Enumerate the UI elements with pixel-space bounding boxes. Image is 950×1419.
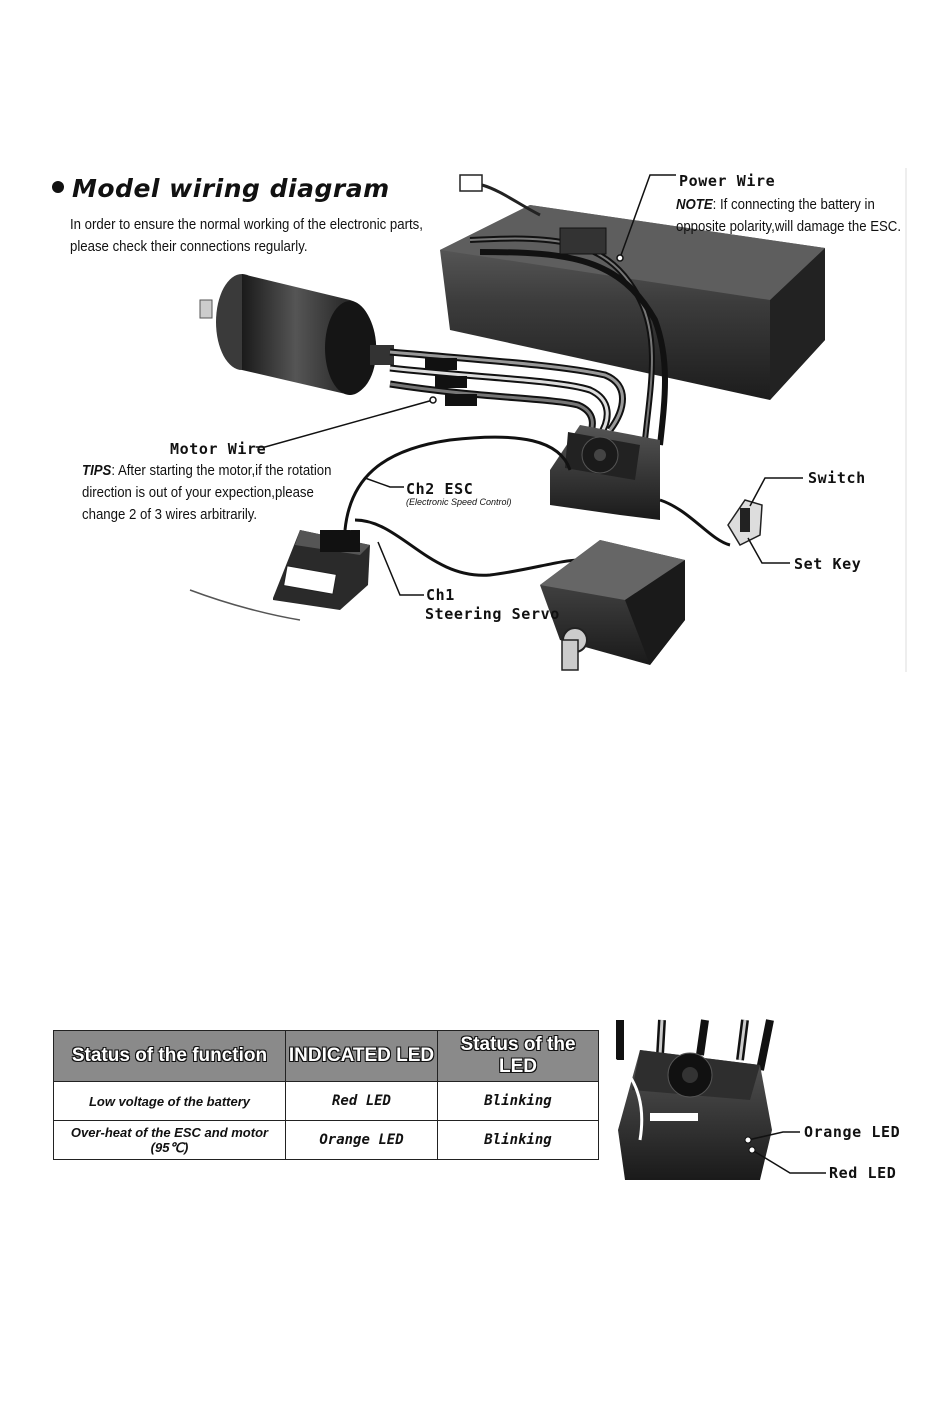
motor (199, 274, 394, 395)
steering-servo-label: Steering Servo (425, 605, 560, 623)
tips-text: TIPS: After starting the motor,if the ro… (82, 460, 331, 526)
section-title-text: Model wiring diagram (72, 174, 390, 203)
note-line-1: : If connecting the battery in (712, 196, 875, 213)
note-text: NOTE: If connecting the battery in oppos… (676, 194, 901, 238)
ch1-label: Ch1 (426, 586, 455, 604)
intro-text: In order to ensure the normal working of… (70, 214, 440, 258)
red-led-label: Red LED (829, 1164, 897, 1182)
table-header-row: Status of the function INDICATED LED Sta… (53, 1030, 599, 1082)
ch2-esc-label: Ch2 ESC (406, 480, 474, 498)
set-key-label: Set Key (794, 555, 862, 573)
note-label: NOTE (676, 196, 713, 213)
switch-unit (659, 498, 763, 547)
table-cell: Blinking (437, 1081, 599, 1121)
power-wire-label: Power Wire (679, 172, 776, 190)
bullet-icon (52, 181, 64, 193)
callout-lines (256, 174, 803, 596)
tips-line-3: change 2 of 3 wires arbitrarily. (82, 506, 258, 523)
intro-line-2: please check their connections regularly… (70, 238, 308, 255)
table-row: Over-heat of the ESC and motor (95℃) Ora… (53, 1120, 599, 1160)
table-cell: Red LED (285, 1081, 438, 1121)
receiver (189, 530, 370, 621)
switch-label: Switch (808, 469, 866, 487)
header-status-function: Status of the function (53, 1030, 286, 1082)
tips-line-2: direction is out of your expection,pleas… (82, 484, 314, 501)
esc-unit (550, 425, 660, 520)
header-indicated-led: INDICATED LED (285, 1030, 438, 1082)
note-line-2: opposite polarity,will damage the ESC. (676, 218, 902, 235)
tips-label: TIPS (82, 462, 112, 479)
orange-led-label: Orange LED (804, 1123, 901, 1141)
table-cell: Low voltage of the battery (53, 1081, 286, 1121)
esc-closeup (614, 1019, 826, 1180)
header-status-led: Status of the LED (437, 1030, 599, 1082)
section-title: Model wiring diagram (52, 174, 390, 203)
table-cell: Over-heat of the ESC and motor (95℃) (53, 1120, 286, 1160)
intro-line-1: In order to ensure the normal working of… (70, 216, 423, 233)
led-status-table: Status of the function INDICATED LED Sta… (53, 1030, 599, 1160)
table-cell: Orange LED (285, 1120, 438, 1160)
tips-line-1: : After starting the motor,if the rotati… (111, 462, 332, 479)
table-row: Low voltage of the battery Red LED Blink… (53, 1081, 599, 1121)
table-cell: Blinking (437, 1120, 599, 1160)
ch2-esc-subtitle: (Electronic Speed Control) (406, 497, 512, 507)
motor-wire-label: Motor Wire (170, 440, 267, 458)
steering-servo (540, 540, 685, 671)
